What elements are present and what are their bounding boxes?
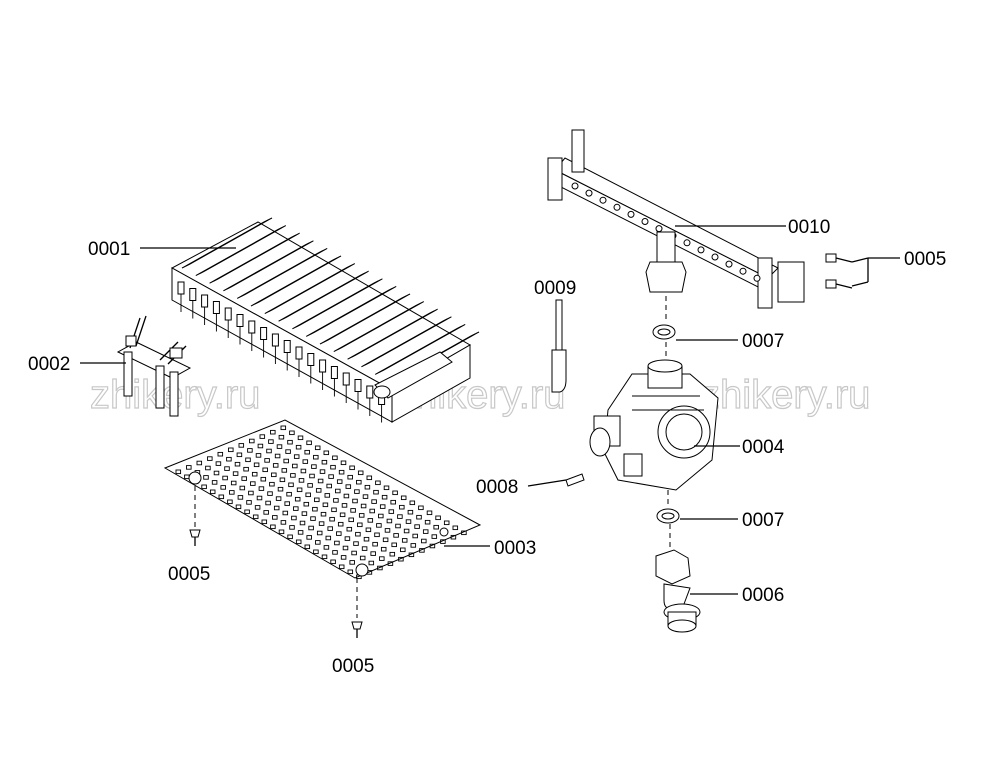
label-0007-bottom: 0007 [742,510,784,531]
ignition-electrode [116,315,192,417]
part-labels: 0001 0002 0003 0004 0005 0005 0005 0006 … [28,217,946,677]
watermark: zhikery.ru zhikery.ru zhikery.ru [89,372,871,417]
screw-icon-lower-center [351,578,363,638]
label-0007-top: 0007 [742,331,784,352]
label-0005-mid: 0005 [168,564,210,585]
burner-assembly [170,217,480,423]
grid-plate [163,419,482,580]
elbow-fitting [655,549,701,633]
label-0005-bottom: 0005 [332,656,374,677]
label-0006: 0006 [742,585,784,606]
label-0002: 0002 [28,354,70,375]
leader-lines [80,225,900,595]
label-0010: 0010 [788,217,830,238]
gas-valve [589,359,719,491]
washer-top [652,296,676,362]
screw-icon-lower-left [189,486,201,546]
label-0005-right: 0005 [904,249,946,270]
gas-manifold-bar [547,129,805,309]
pilot-tube [551,299,567,393]
label-0003: 0003 [494,538,536,559]
label-0004: 0004 [742,437,785,458]
label-0001: 0001 [88,239,130,260]
label-0008: 0008 [476,477,518,498]
label-0009: 0009 [534,278,576,299]
watermark-text-3: zhikery.ru [700,373,870,417]
screw-icon-0008 [565,473,585,487]
screw-icon-right-pair [825,253,853,289]
washer-bottom [656,490,680,548]
